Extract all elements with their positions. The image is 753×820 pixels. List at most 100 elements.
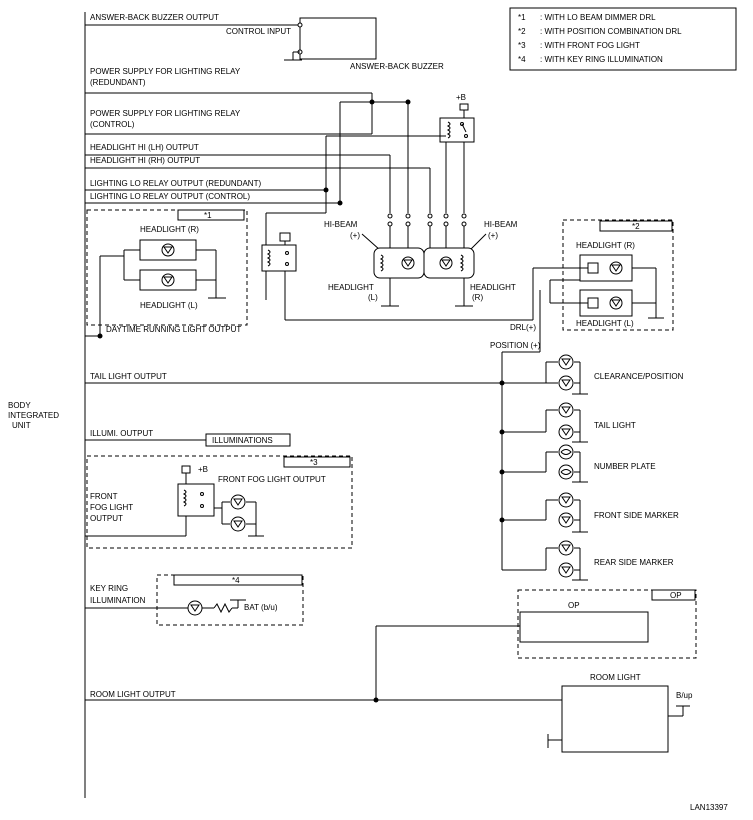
hl-r-box1-label: HEADLIGHT (R) <box>140 225 199 234</box>
legend-mark-1: *1 <box>518 13 526 22</box>
illumi-output-label: ILLUMI. OUTPUT <box>90 429 153 438</box>
resistor-icon <box>213 602 233 614</box>
unit-label-line2: INTEGRATED <box>8 411 59 420</box>
rear-side-marker-lamps <box>545 540 588 581</box>
ps-control-label-1: POWER SUPPLY FOR LIGHTING RELAY <box>90 109 241 118</box>
number-plate-lamps <box>502 444 588 483</box>
ps-redundant-label-2: (REDUNDANT) <box>90 78 146 87</box>
headlight-connector-pins <box>387 213 467 227</box>
room-light-output-label: ROOM LIGHT OUTPUT <box>90 690 176 699</box>
legend-mark-3: *3 <box>518 41 526 50</box>
clearance-label: CLEARANCE/POSITION <box>594 372 684 381</box>
number-plate-label: NUMBER PLATE <box>594 462 656 471</box>
legend-text-3: : WITH FRONT FOG LIGHT <box>540 41 640 50</box>
headlight-l-label-1: HEADLIGHT <box>328 283 374 292</box>
lo-control-label: LIGHTING LO RELAY OUTPUT (CONTROL) <box>90 192 250 201</box>
hi-beam-l-label-2: (+) <box>350 231 360 240</box>
unit-label-line3: UNIT <box>12 421 31 430</box>
hi-beam-l-label-1: HI-BEAM <box>324 220 358 229</box>
legend-text-2: : WITH POSITION COMBINATION DRL <box>540 27 682 36</box>
front-fog-label-3: OUTPUT <box>90 514 123 523</box>
room-light-label: ROOM LIGHT <box>590 673 641 682</box>
clearance-position-lamps <box>545 354 588 395</box>
hi-beam-r-label-2: (+) <box>488 231 498 240</box>
illuminations-box <box>205 433 291 447</box>
option-2-box <box>562 219 674 331</box>
fog-light-relay <box>177 483 215 517</box>
position-plus-label: POSITION (+) <box>490 341 541 350</box>
headlight-l-label-2: (L) <box>368 293 378 302</box>
lamp-icon <box>161 243 175 257</box>
headlight-r-unit <box>423 247 475 279</box>
op-box-label: OP <box>568 601 580 610</box>
drl-plus-label: DRL(+) <box>510 323 536 332</box>
headlight-hi-relay <box>439 117 475 143</box>
option-3-tag-label: *3 <box>310 458 318 467</box>
headlight-r-lamp-1 <box>139 239 197 261</box>
b-up-label: B/up <box>676 691 693 700</box>
fog-lamp-icon <box>230 494 246 510</box>
lo-redundant-label: LIGHTING LO RELAY OUTPUT (REDUNDANT) <box>90 179 261 188</box>
headlight-r-label-2: (R) <box>472 293 483 302</box>
hl-r-box2-label: HEADLIGHT (R) <box>576 241 635 250</box>
front-fog-label-2: FOG LIGHT <box>90 503 133 512</box>
ps-redundant-label-1: POWER SUPPLY FOR LIGHTING RELAY <box>90 67 241 76</box>
option-2-tag <box>599 220 673 232</box>
answer-back-output-label: ANSWER-BACK BUZZER OUTPUT <box>90 13 219 22</box>
hi-lh-label: HEADLIGHT HI (LH) OUTPUT <box>90 143 199 152</box>
key-ring-led-icon <box>187 600 203 616</box>
option-op-box <box>517 589 697 659</box>
op-component-box <box>519 611 649 643</box>
tail-light-lamps <box>502 402 588 443</box>
headlight-r-label-1: HEADLIGHT <box>470 283 516 292</box>
front-side-marker-lamps <box>502 492 588 533</box>
relay-coil-icon <box>446 121 451 139</box>
plus-b-label-top: +B <box>456 93 466 102</box>
option-4-tag <box>173 574 303 586</box>
hl-l-box2-label: HEADLIGHT (L) <box>576 319 634 328</box>
tail-light-label: TAIL LIGHT <box>594 421 636 430</box>
option-3-box <box>86 455 353 549</box>
option-1-tag-label: *1 <box>204 211 212 220</box>
option-1-box <box>86 209 248 326</box>
room-light-box <box>561 685 669 753</box>
front-fog-light-output-label: FRONT FOG LIGHT OUTPUT <box>218 475 326 484</box>
bat-label: BAT (b/u) <box>244 603 278 612</box>
option-1-tag <box>177 209 245 221</box>
front-side-marker-label: FRONT SIDE MARKER <box>594 511 679 520</box>
unit-label-line1: BODY <box>8 401 31 410</box>
fog-lamp-icon <box>230 516 246 532</box>
illuminations-label: ILLUMINATIONS <box>212 436 273 445</box>
lamp-icon <box>161 273 175 287</box>
drl-output-label: DAYTIME RUNNING LIGHT OUTPUT <box>106 325 241 334</box>
legend-mark-4: *4 <box>518 55 526 64</box>
hi-rh-label: HEADLIGHT HI (RH) OUTPUT <box>90 156 200 165</box>
op-tag-label: OP <box>670 591 682 600</box>
diagram-code: LAN13397 <box>690 803 728 812</box>
answer-back-buzzer-box <box>299 17 377 60</box>
legend-mark-2: *2 <box>518 27 526 36</box>
headlight-l-lamp-1 <box>139 269 197 291</box>
option-2-tag-label: *2 <box>632 222 640 231</box>
legend-text-4: : WITH KEY RING ILLUMINATION <box>540 55 663 64</box>
op-tag <box>651 589 696 601</box>
hl-l-box1-label: HEADLIGHT (L) <box>140 301 198 310</box>
hi-beam-r-label-1: HI-BEAM <box>484 220 518 229</box>
key-ring-label-2: ILLUMINATION <box>90 596 146 605</box>
headlight-l-bulb-icon <box>401 256 415 270</box>
legend-text-1: : WITH LO BEAM DIMMER DRL <box>540 13 656 22</box>
ps-control-label-2: (CONTROL) <box>90 120 135 129</box>
plus-b-label-fog: +B <box>198 465 208 474</box>
tail-output-label: TAIL LIGHT OUTPUT <box>90 372 167 381</box>
control-input-label: CONTROL INPUT <box>226 27 291 36</box>
option-4-tag-label: *4 <box>232 576 240 585</box>
option-3-tag <box>283 456 351 468</box>
answer-back-buzzer-label: ANSWER-BACK BUZZER <box>350 62 444 71</box>
headlight-r-bulb-icon <box>439 256 453 270</box>
key-ring-label-1: KEY RING <box>90 584 128 593</box>
rear-side-marker-label: REAR SIDE MARKER <box>594 558 674 567</box>
legend-box <box>509 7 737 71</box>
front-fog-label-1: FRONT <box>90 492 118 501</box>
